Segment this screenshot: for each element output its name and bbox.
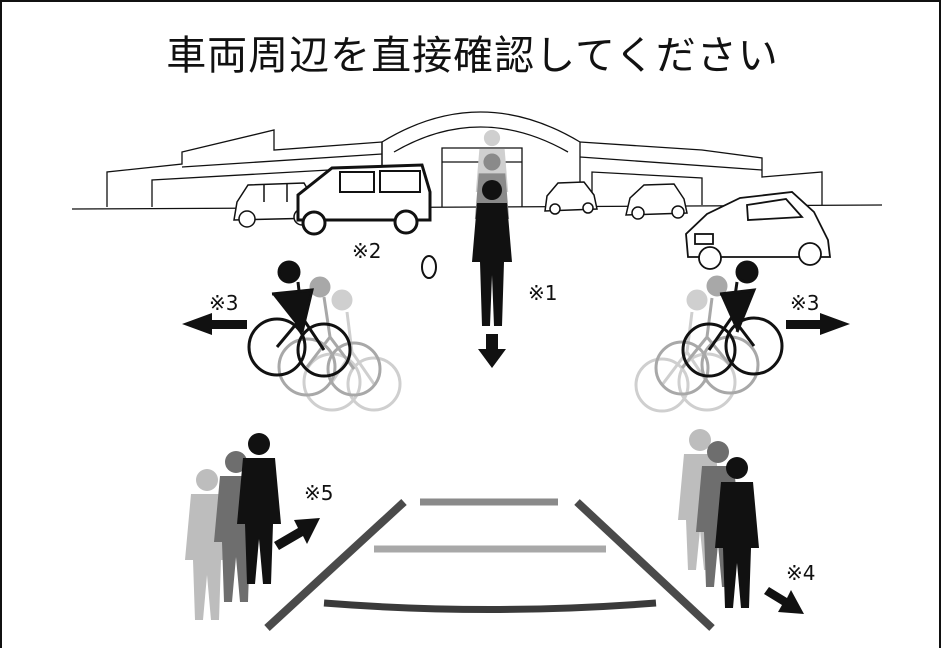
arrow-diagonal-up-right-icon: [274, 518, 320, 550]
cyclist-left-ghost-2: [302, 289, 402, 412]
cyclist-left-front: [247, 260, 352, 378]
car-center: [544, 181, 598, 215]
small-obstacle-icon: [421, 255, 437, 279]
cyclist-right-front: [681, 260, 784, 378]
pedestrian-approaching: [472, 129, 512, 368]
arrow-right-icon: [786, 313, 850, 335]
pedestrians-left-group: [185, 433, 320, 620]
cyclist-left-group: [182, 260, 402, 412]
pedestrian-left-front: [237, 433, 281, 584]
guide-line-curve: [323, 599, 657, 613]
cyclist-right-group: [634, 260, 850, 413]
arrow-down-icon: [478, 334, 506, 368]
note-2: ※2: [352, 239, 381, 263]
pedestrians-right-group: [678, 429, 804, 614]
note-4: ※4: [786, 561, 815, 585]
page-title: 車両周辺を直接確認してください: [166, 33, 779, 79]
pedestrian-right-front: [715, 457, 759, 608]
box-car: [296, 163, 432, 236]
arrow-left-icon: [182, 313, 247, 335]
car-right: [625, 183, 688, 220]
cyclist-left-ghost-1: [277, 276, 382, 397]
parking-guide-lines: [264, 498, 715, 631]
guide-line-right: [574, 499, 715, 631]
building-outline: [71, 111, 883, 210]
note-1: ※1: [528, 281, 557, 305]
guide-line-left: [264, 499, 407, 631]
arrow-diagonal-down-right-icon: [764, 587, 804, 614]
note-3-right: ※3: [790, 291, 819, 315]
cyclist-right-ghost-2: [634, 289, 737, 413]
car-large-right: [685, 191, 832, 270]
note-5: ※5: [304, 481, 333, 505]
pedestrian-front: [472, 180, 512, 326]
note-3-left: ※3: [209, 291, 238, 315]
